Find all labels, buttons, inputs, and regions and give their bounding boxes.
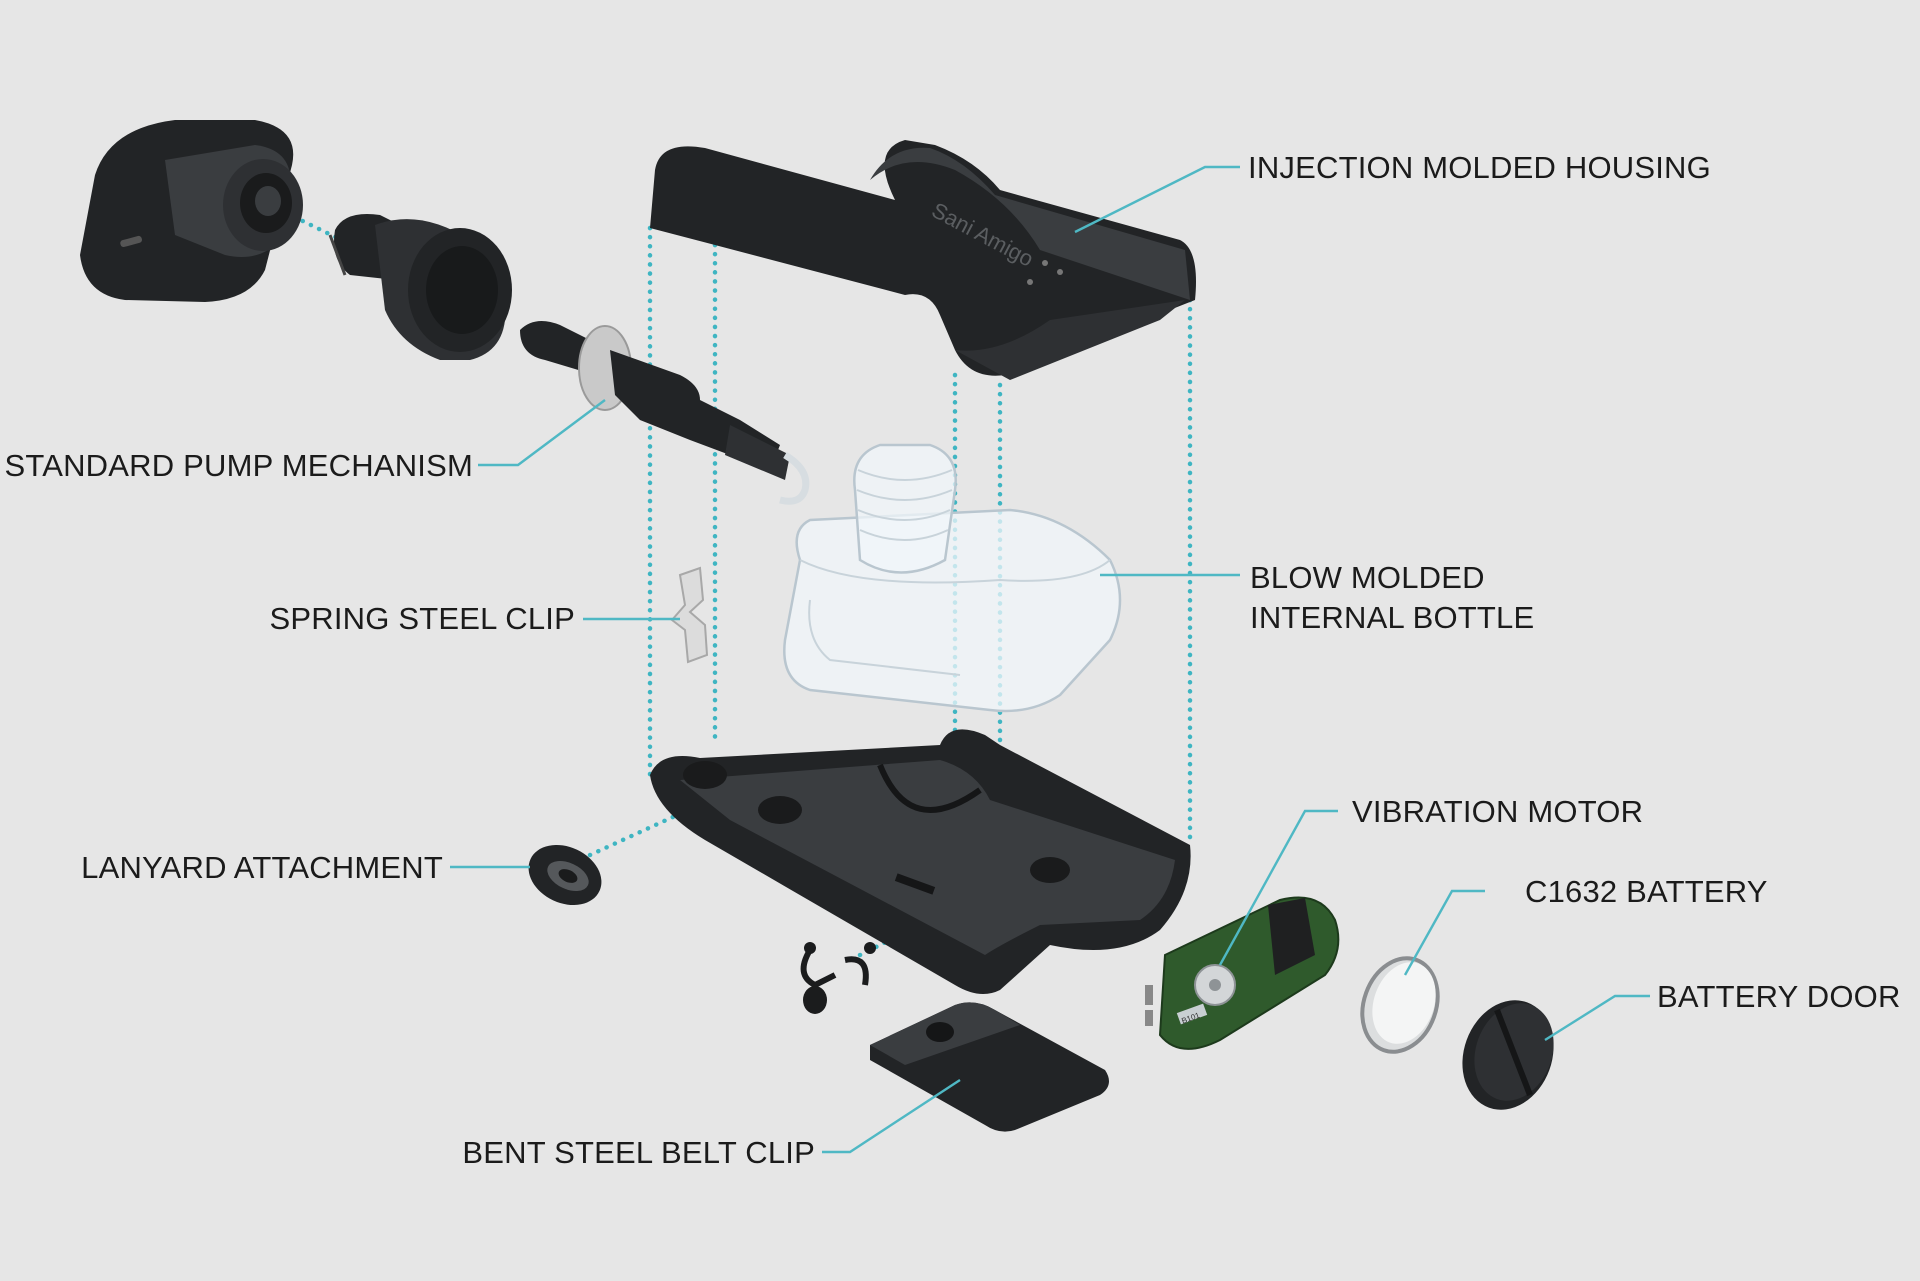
pump-cap-part (80, 120, 303, 302)
battery-door-part (1462, 1000, 1554, 1110)
labels: INJECTION MOLDED HOUSING STANDARD PUMP M… (5, 150, 1901, 1170)
injection-molded-housing-part: Sani Amigo (650, 140, 1196, 380)
leader-battery (1403, 889, 1485, 976)
label-belt-clip: BENT STEEL BELT CLIP (462, 1135, 815, 1170)
leader-motor (1218, 809, 1338, 966)
label-motor: VIBRATION MOTOR (1352, 794, 1643, 829)
label-housing: INJECTION MOLDED HOUSING (1248, 150, 1711, 185)
battery-part (1360, 956, 1440, 1054)
clip-wire-part (800, 942, 876, 1014)
belt-clip-part (870, 1002, 1109, 1132)
label-bottle-line1: BLOW MOLDED (1250, 560, 1485, 595)
spring-steel-clip-part (670, 566, 709, 664)
label-battery-door: BATTERY DOOR (1657, 979, 1901, 1014)
pump-nozzle-part (328, 214, 512, 360)
leader-lines (450, 165, 1650, 1154)
lanyard-attachment-part (528, 844, 602, 906)
leader-belt-clip (822, 1078, 961, 1154)
internal-bottle-part (783, 443, 1122, 713)
label-spring-clip: SPRING STEEL CLIP (270, 601, 575, 636)
leader-housing (1074, 165, 1240, 234)
label-lanyard: LANYARD ATTACHMENT (81, 850, 443, 885)
label-bottle-line2: INTERNAL BOTTLE (1250, 600, 1534, 635)
circuit-board-part: B101 (1145, 896, 1340, 1050)
label-battery: C1632 BATTERY (1525, 874, 1768, 909)
leader-battery-door (1544, 994, 1650, 1042)
label-pump: STANDARD PUMP MECHANISM (5, 448, 474, 483)
bottom-housing-part (650, 729, 1191, 994)
leader-pump (478, 399, 606, 467)
pump-mechanism-part (520, 321, 810, 505)
